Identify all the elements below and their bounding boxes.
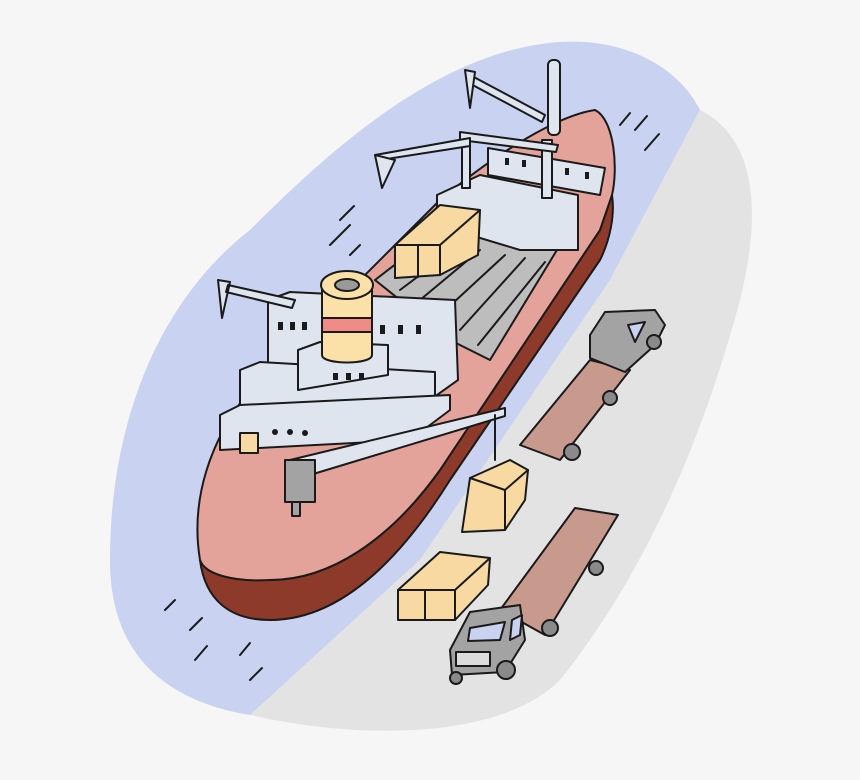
funnel (320, 270, 374, 364)
rear-crane (374, 59, 561, 199)
dock (250, 110, 752, 731)
front-crane (217, 279, 506, 517)
flatbed-truck-top (519, 309, 666, 461)
hanging-crate (461, 459, 529, 533)
rear-windows (505, 158, 589, 179)
deck-crate (394, 204, 481, 279)
bridge-windows (272, 322, 421, 436)
dock-crate (397, 551, 491, 621)
flatbed-truck-bottom (449, 507, 619, 685)
water-ripples (164, 112, 660, 681)
